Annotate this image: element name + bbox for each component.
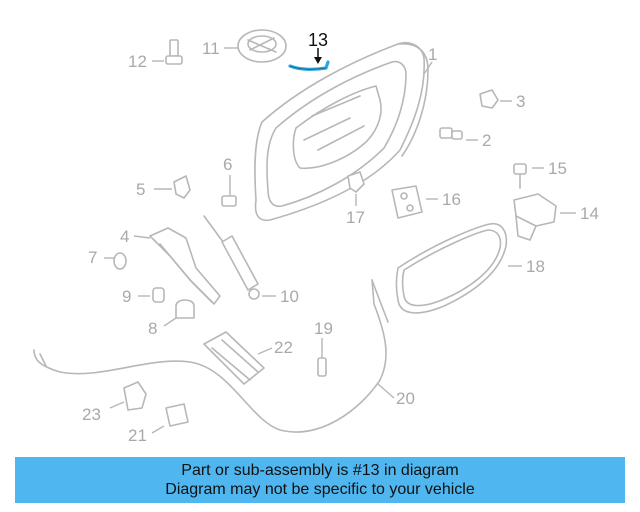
callout-3: 3 (516, 92, 525, 111)
callout-21: 21 (128, 426, 147, 445)
part-10-strut (203, 215, 276, 300)
callout-17: 17 (346, 208, 365, 227)
part-19 (317, 338, 327, 377)
part-14-latch (513, 193, 576, 241)
callout-1: 1 (428, 45, 437, 64)
part-6 (221, 175, 237, 207)
part-18-glass (395, 222, 522, 314)
part-23 (109, 381, 147, 411)
part-3 (479, 89, 512, 109)
callout-4: 4 (120, 227, 129, 246)
parts-diagram: 1 2 3 4 5 6 7 8 (33, 29, 599, 445)
banner-line-1: Part or sub-assembly is #13 in diagram (181, 462, 459, 479)
part-21 (151, 403, 189, 434)
info-banner: Part or sub-assembly is #13 in diagram D… (15, 457, 625, 503)
part-13-highlighted (288, 48, 330, 71)
callout-8: 8 (148, 319, 157, 338)
part-22 (203, 331, 273, 385)
part-9 (138, 287, 165, 303)
part-15 (513, 163, 544, 189)
callout-15: 15 (548, 159, 567, 178)
callout-6: 6 (223, 155, 232, 174)
callout-7: 7 (88, 248, 97, 267)
callout-2: 2 (482, 131, 491, 150)
callout-12: 12 (128, 52, 147, 71)
callout-23: 23 (82, 405, 101, 424)
part-8 (163, 299, 195, 327)
callout-14: 14 (580, 204, 599, 223)
callout-22: 22 (274, 338, 293, 357)
part-11 (224, 29, 287, 63)
callout-5: 5 (136, 180, 145, 199)
part-2 (439, 127, 478, 141)
callout-19: 19 (314, 319, 333, 338)
callout-16: 16 (442, 190, 461, 209)
part-trunk-lid (254, 42, 433, 222)
callout-9: 9 (122, 287, 131, 306)
callout-18: 18 (526, 257, 545, 276)
part-17 (347, 171, 365, 206)
part-4-hinge (133, 227, 221, 305)
part-20-cable (33, 279, 395, 433)
banner-line-2: Diagram may not be specific to your vehi… (165, 481, 475, 498)
part-5 (154, 175, 191, 199)
part-12 (152, 39, 183, 65)
callout-10: 10 (280, 287, 299, 306)
callout-20: 20 (396, 389, 415, 408)
part-7 (104, 252, 127, 270)
callout-11: 11 (202, 39, 220, 58)
callout-13: 13 (308, 30, 328, 50)
part-16 (391, 185, 438, 219)
